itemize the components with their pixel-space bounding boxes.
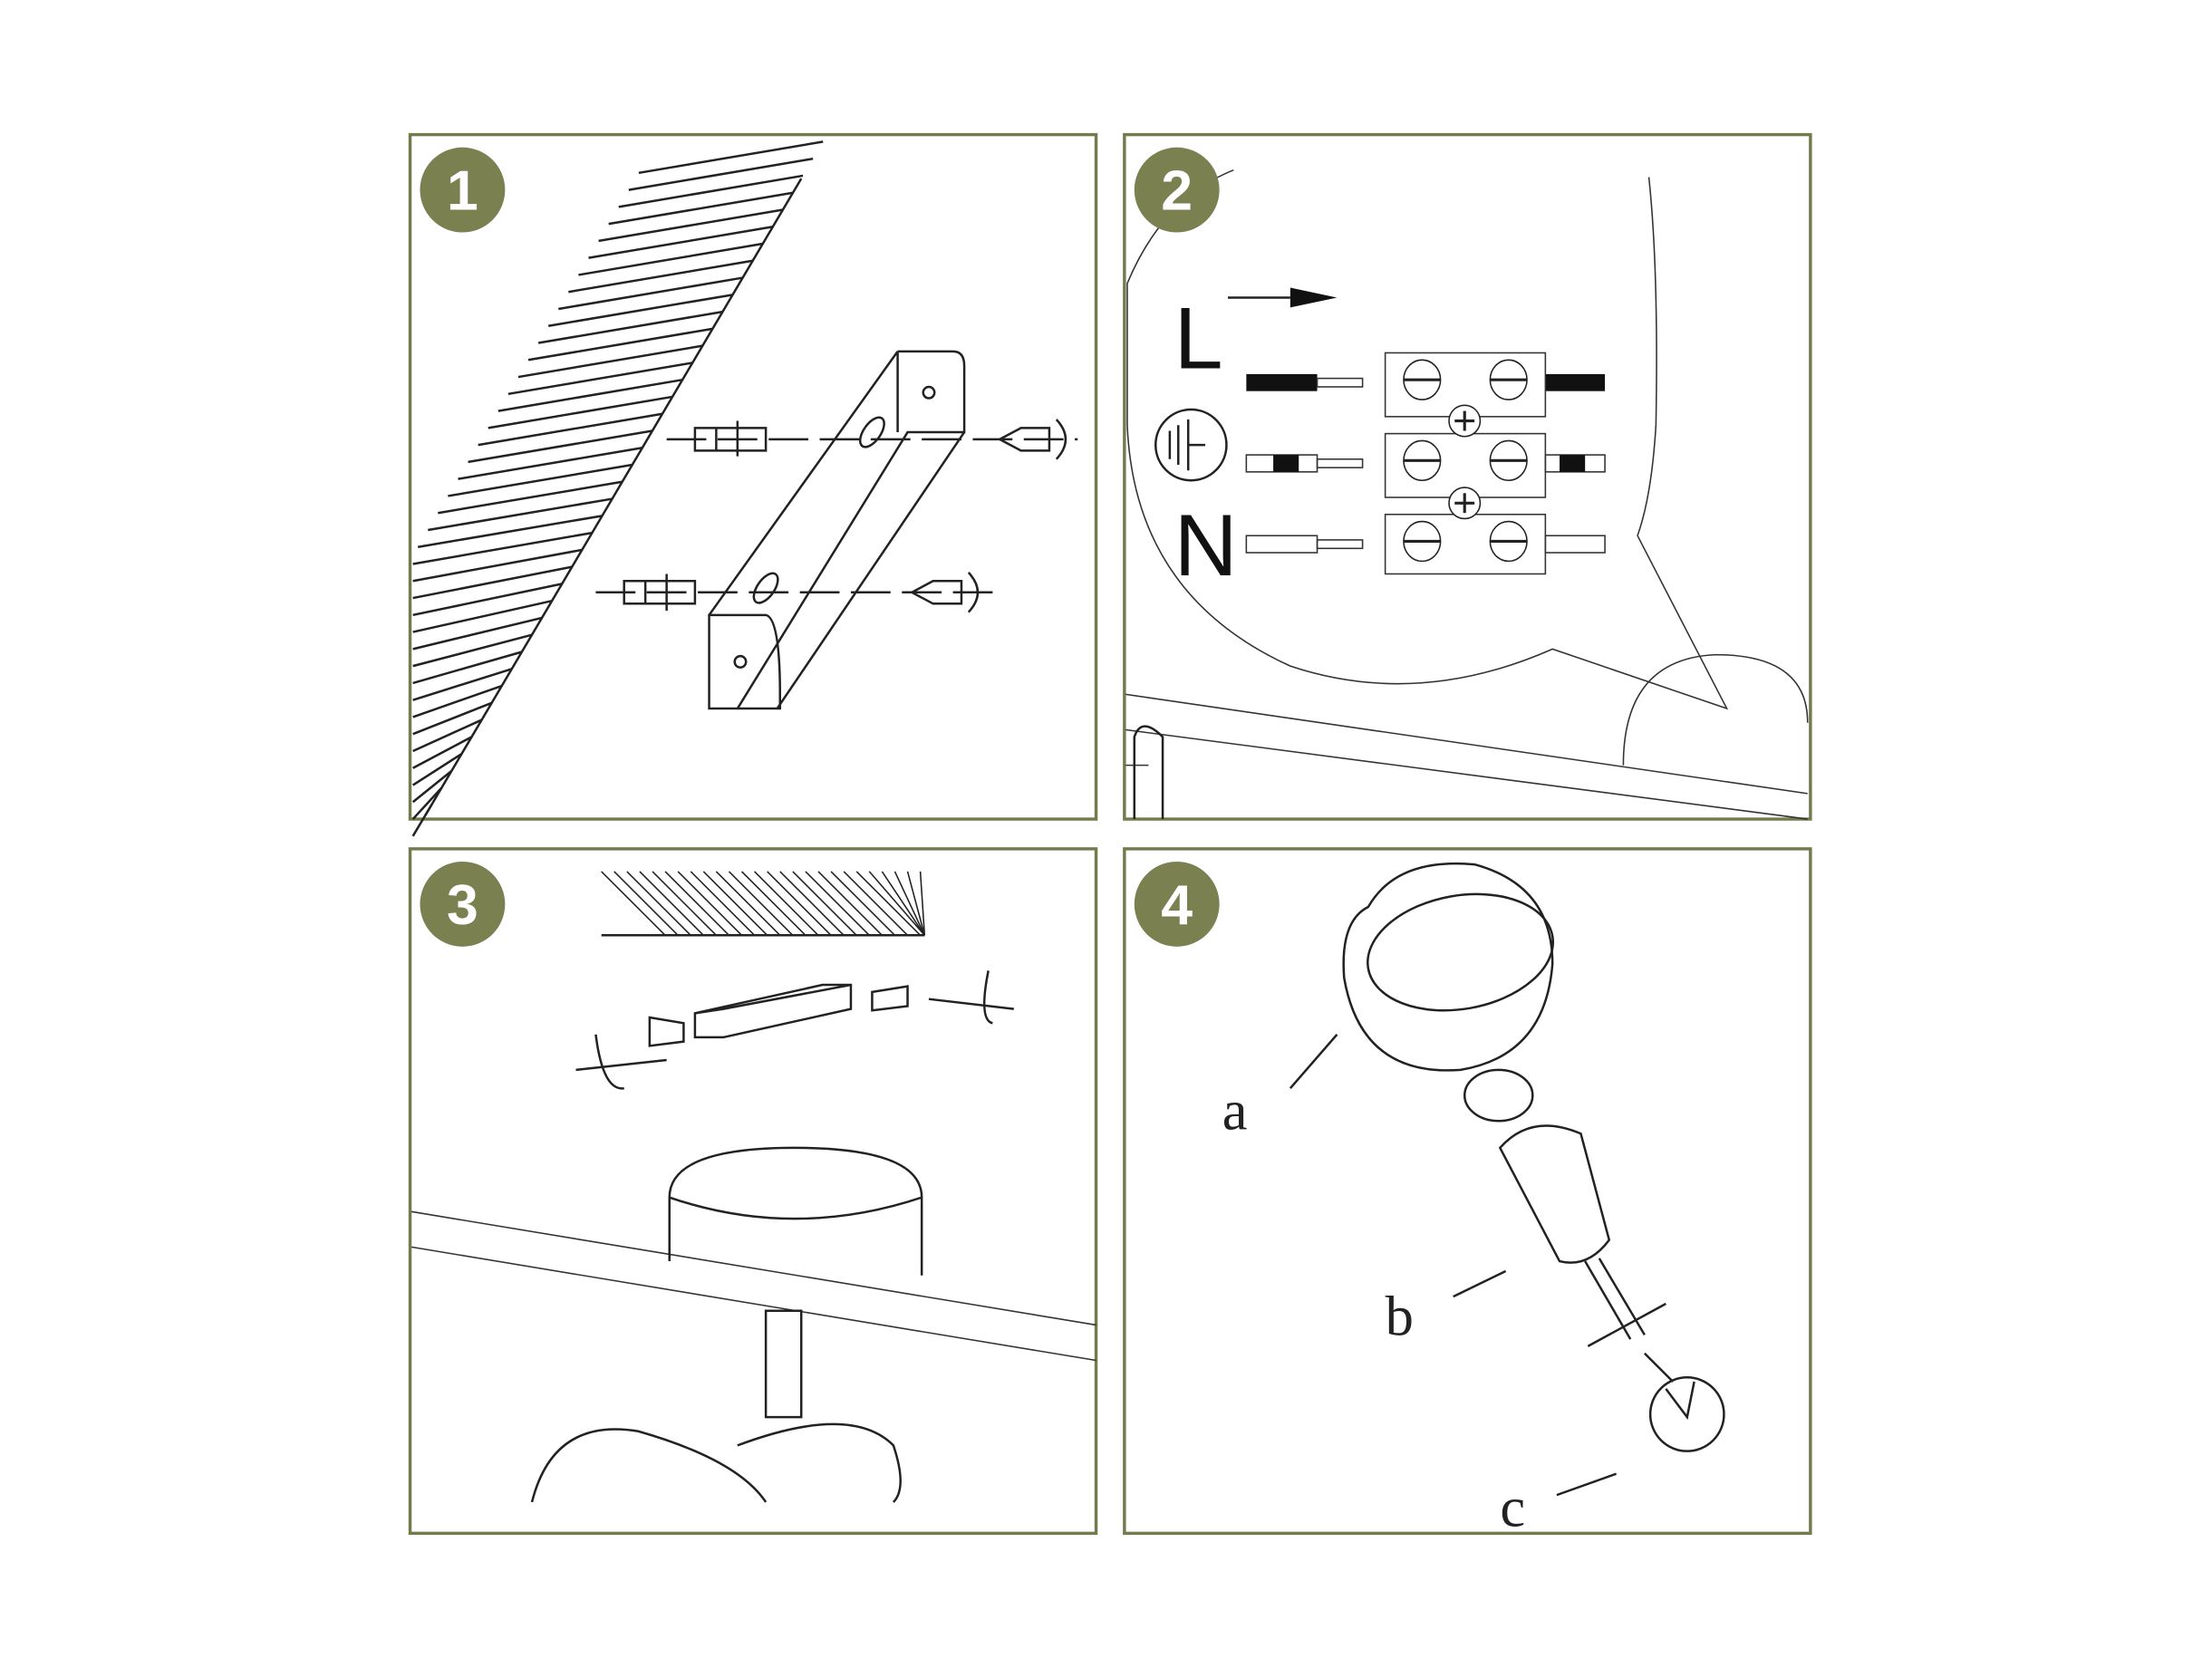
step-number: 1	[447, 159, 478, 222]
screw-icon	[648, 985, 909, 1047]
step-2-panel: L N 2	[1123, 132, 1812, 821]
hatch-line	[428, 497, 613, 532]
hatch-line	[497, 378, 683, 412]
hatch-line	[412, 701, 493, 736]
hatch-line	[537, 310, 723, 344]
hatch-line	[702, 871, 768, 936]
hatch-line	[690, 871, 756, 936]
hatch-line	[608, 191, 794, 226]
part-label-b: b	[1386, 1284, 1414, 1347]
hatch-line	[868, 871, 925, 936]
hatch-line	[613, 871, 679, 936]
hatch-line	[438, 480, 623, 515]
hatch-line	[626, 871, 691, 936]
lamp-socket	[1498, 1124, 1666, 1347]
step-4-panel: a b c 4	[1123, 847, 1812, 1539]
ceiling-hatching	[601, 871, 926, 936]
hatch-line	[843, 871, 909, 936]
hatch-line	[412, 651, 523, 685]
hatch-line	[855, 871, 922, 936]
part-label-c: c	[1500, 1476, 1525, 1539]
hatch-line	[588, 226, 774, 259]
hatch-line	[715, 871, 781, 936]
step-badge	[1134, 147, 1220, 233]
step-badge	[420, 147, 506, 233]
hatch-line	[830, 871, 896, 936]
hatch-line	[517, 344, 703, 379]
hatch-line	[448, 463, 633, 497]
screw-icon	[909, 419, 1067, 613]
hatch-line	[754, 871, 819, 936]
hatch-line	[728, 871, 794, 936]
step-number: 4	[1161, 873, 1193, 937]
earth-symbol-icon	[1154, 408, 1228, 482]
step-1-panel: 1	[408, 132, 1098, 837]
wall-hatching	[411, 140, 824, 837]
hatch-line	[412, 583, 563, 617]
wall-plug-icon	[623, 420, 768, 612]
step-number: 2	[1161, 159, 1193, 222]
part-label-a: a	[1222, 1079, 1248, 1142]
direction-arrow-icon	[1290, 287, 1338, 308]
step-badge	[1134, 861, 1220, 947]
hatch-line	[412, 548, 583, 583]
hatch-line	[805, 871, 870, 936]
hatch-line	[652, 871, 717, 936]
step-badge	[420, 861, 506, 947]
hatch-line	[417, 515, 603, 548]
light-bulb-icon	[1643, 1352, 1725, 1452]
hatch-line	[412, 599, 553, 633]
hatch-line	[507, 361, 693, 396]
hatch-line	[412, 736, 473, 769]
hatch-line	[618, 174, 804, 208]
neutral-label: N	[1174, 496, 1238, 594]
hatch-line	[578, 242, 763, 276]
mounting-bracket	[693, 983, 853, 1039]
hatch-line	[547, 294, 733, 327]
hatch-line	[412, 531, 593, 565]
live-label: L	[1174, 289, 1223, 388]
hatch-line	[568, 259, 753, 294]
hatch-line	[881, 871, 925, 936]
hatch-line	[412, 668, 513, 701]
hatch-line	[468, 429, 653, 464]
step-3-panel: 3	[408, 847, 1098, 1536]
hatch-line	[906, 871, 926, 936]
hatch-line	[478, 412, 663, 447]
hatch-line	[664, 871, 730, 936]
step-number: 3	[447, 873, 478, 937]
hatch-line	[919, 871, 926, 936]
hatch-line	[639, 871, 704, 936]
hatch-line	[601, 871, 666, 936]
hatch-line	[411, 753, 463, 786]
hatch-line	[412, 718, 483, 753]
hatch-line	[779, 871, 845, 936]
hatch-line	[412, 616, 543, 651]
hatch-line	[411, 769, 453, 804]
hatch-line	[558, 276, 743, 311]
hatch-line	[458, 447, 643, 480]
hatch-line	[638, 140, 824, 175]
wires	[1245, 373, 1606, 554]
hatch-line	[527, 327, 713, 361]
hatch-line	[488, 395, 673, 429]
hatch-line	[817, 871, 883, 936]
hatch-line	[677, 871, 743, 936]
hatch-line	[628, 157, 814, 191]
hatch-line	[893, 871, 926, 936]
hatch-line	[412, 565, 573, 600]
hatch-line	[598, 208, 784, 243]
hatch-line	[792, 871, 857, 936]
hatch-line	[411, 786, 443, 820]
terminal-block-icon	[1384, 352, 1547, 575]
lamp-shade	[1342, 862, 1555, 1072]
hatch-line	[412, 684, 503, 718]
hatch-line	[740, 871, 807, 936]
hatch-line	[412, 633, 533, 668]
hatch-line	[767, 871, 832, 936]
lock-ring	[1463, 1068, 1534, 1123]
